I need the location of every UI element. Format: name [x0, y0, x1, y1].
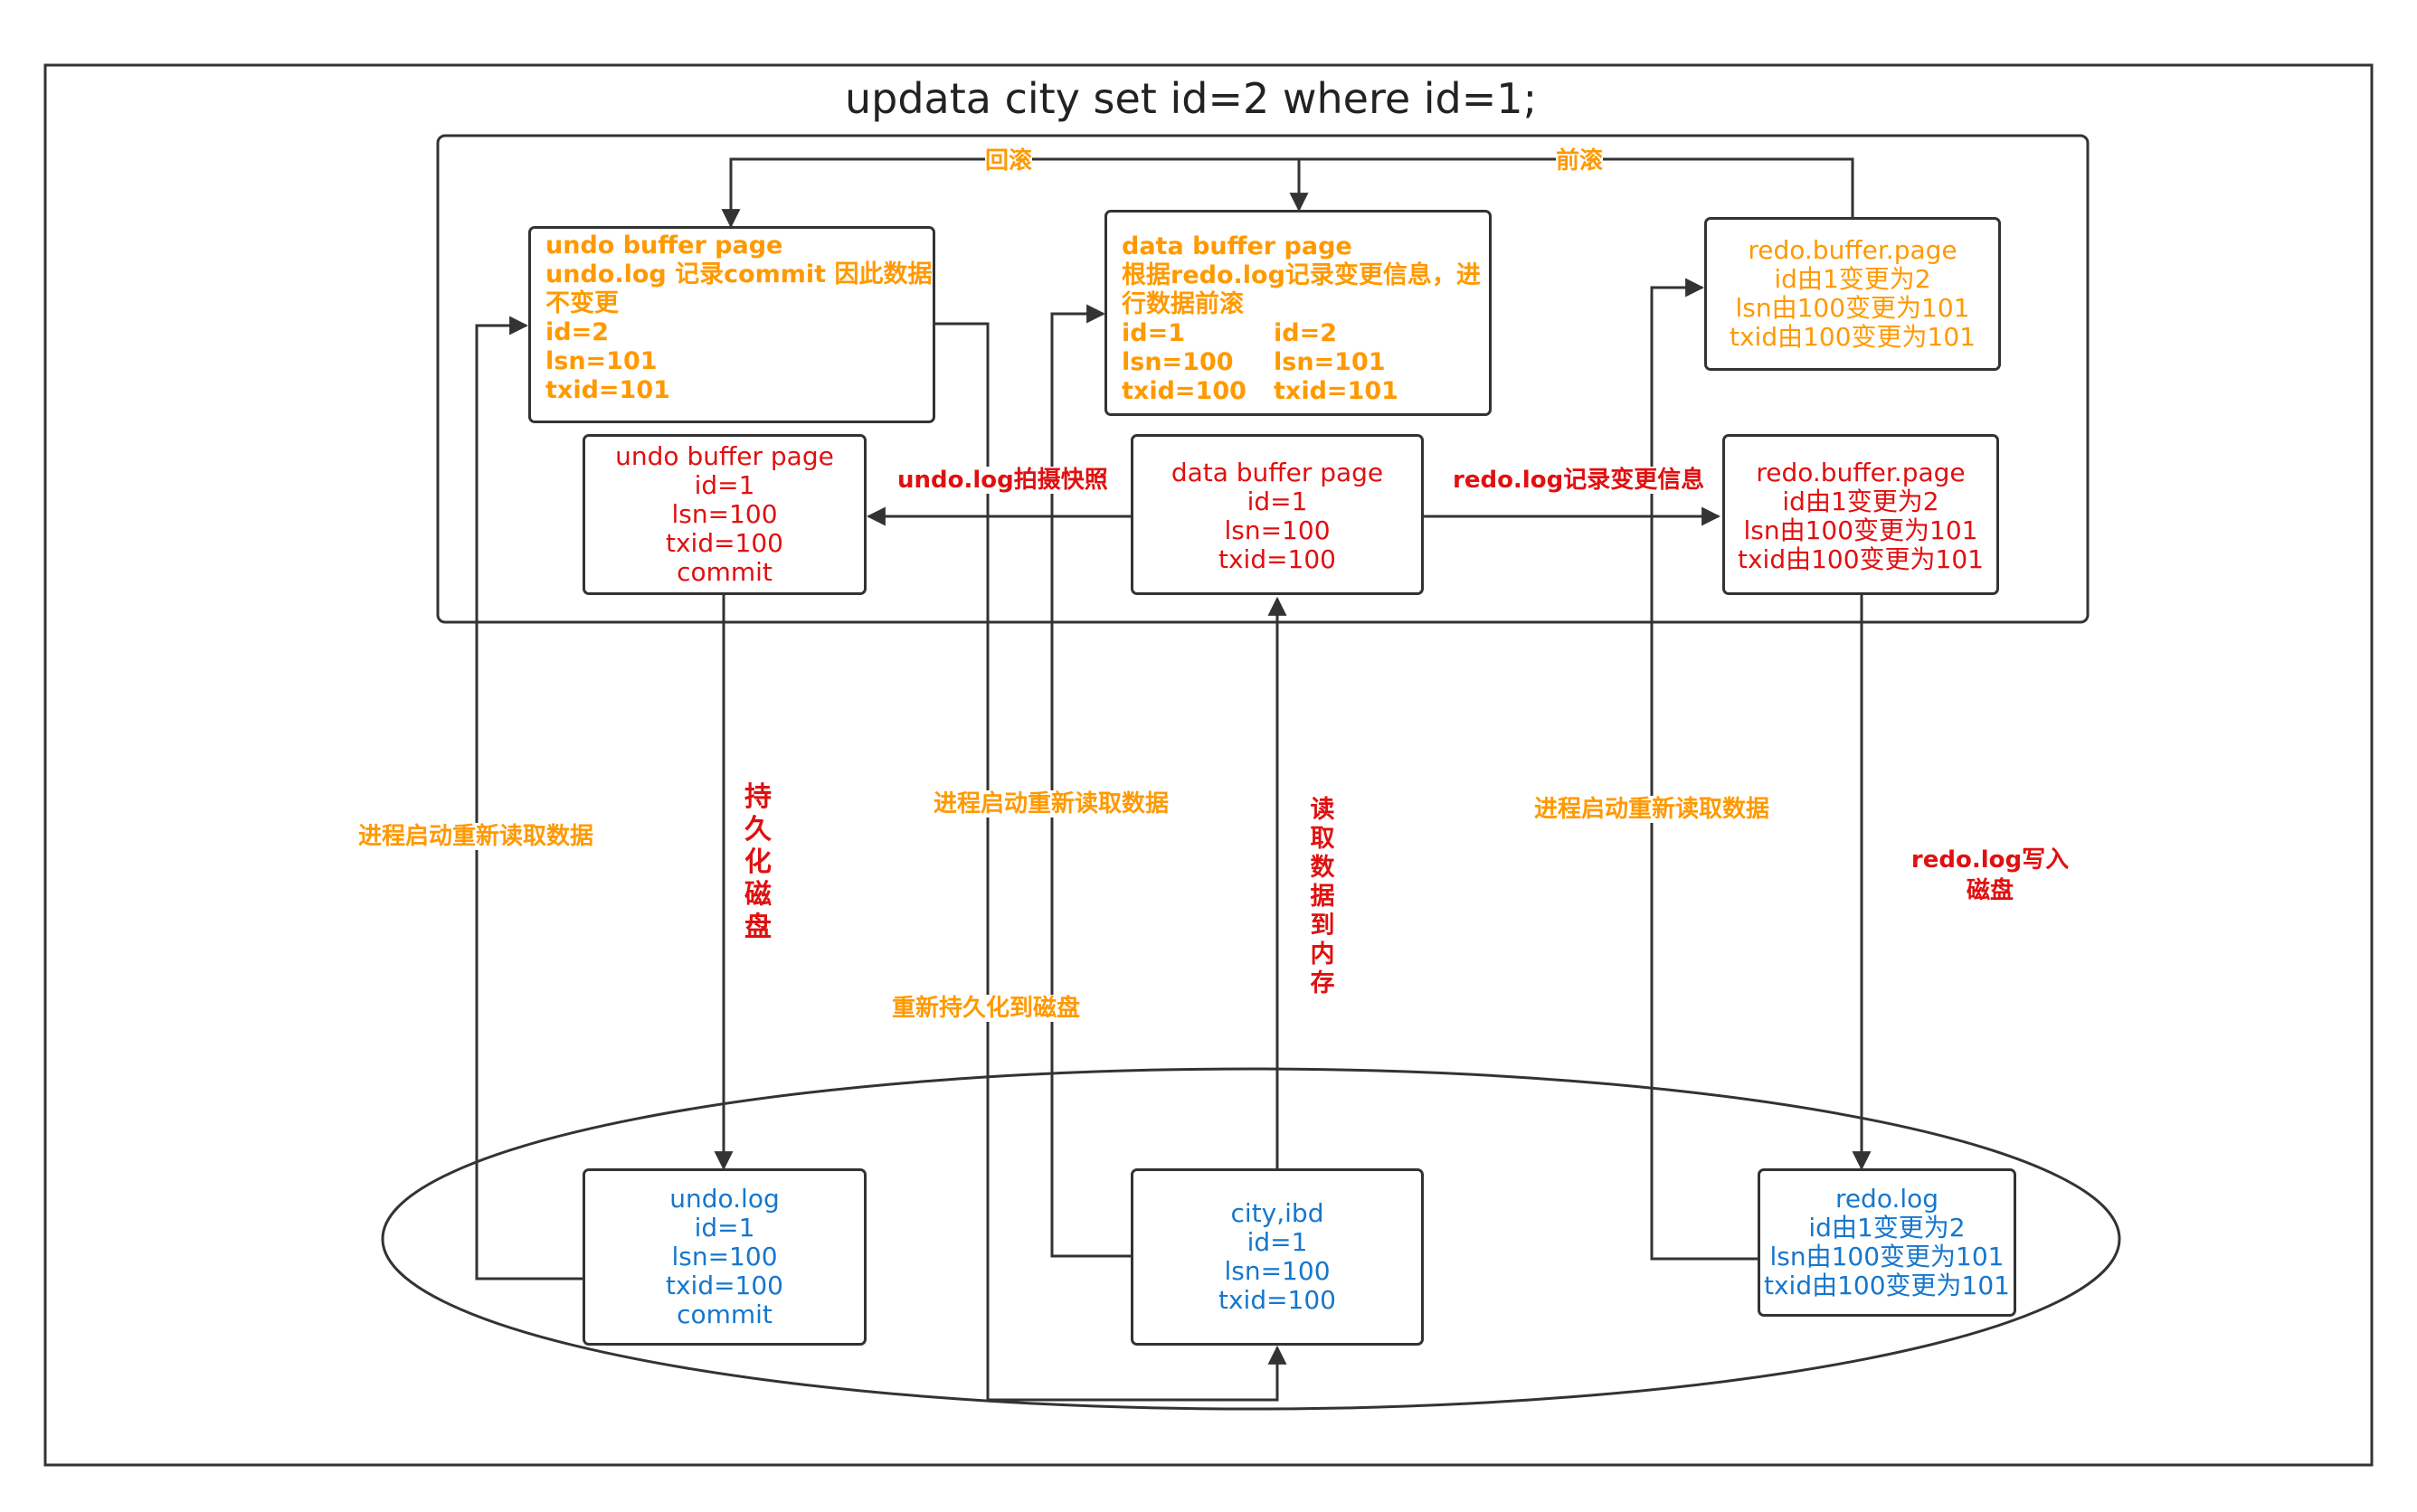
box-line: lsn由100变更为101 — [1769, 1242, 2005, 1271]
data-buffer-page: data buffer page id=1 lsn=100 txid=100 — [1131, 434, 1424, 595]
rollback-line — [721, 157, 1854, 229]
restart-read-left-label: 进程启动重新读取数据 — [358, 823, 594, 850]
redo-record-label: redo.log记录变更信息 — [1453, 467, 1705, 494]
disk-ellipse — [381, 1067, 2121, 1411]
restart-read-data-line — [1050, 304, 1131, 1258]
redo-write-disk-label: redo.log写入磁盘 — [1901, 845, 2079, 906]
redo-buffer-page: redo.buffer.page id由1变更为2 lsn由100变更为101 … — [1722, 434, 1999, 595]
persist-disk-label: 持久化磁盘 — [742, 781, 774, 944]
restart-read-undo-line — [475, 316, 583, 1280]
old-value: txid=100 — [1122, 377, 1246, 405]
box-line: txid由100变更为101 — [1730, 322, 1976, 352]
box-line: txid由100变更为101 — [1764, 1271, 2010, 1300]
box-line: undo.log — [669, 1184, 780, 1214]
box-line: commit — [677, 557, 772, 587]
rollback-label: 回滚 — [985, 147, 1033, 175]
rollforward-label: 前滚 — [1556, 147, 1604, 175]
box-line: id=1 — [1246, 1227, 1308, 1257]
old-value: lsn=100 — [1122, 348, 1234, 376]
box-line: city,ibd — [1230, 1198, 1324, 1228]
box-line: txid=100 — [1218, 544, 1336, 574]
city-ibd-file: city,ibd id=1 lsn=100 txid=100 — [1131, 1168, 1424, 1346]
box-line: id=1 — [694, 470, 755, 500]
box-line: data buffer page — [1122, 232, 1352, 260]
redo-write-disk-text: redo.log写入磁盘 — [1910, 846, 2070, 904]
read-to-memory-label: 读取数据到内存 — [1306, 796, 1339, 998]
box-line: txid=100 — [1218, 1285, 1336, 1315]
box-line: txid=100 — [665, 528, 783, 558]
box-line: id=1 — [1246, 487, 1308, 516]
new-values: id=2 lsn=101 txid=101 — [1266, 319, 1398, 406]
box-line: lsn由100变更为101 — [1735, 293, 1970, 323]
redo-buffer-page-after: redo.buffer.page id由1变更为2 lsn由100变更为101 … — [1704, 217, 2001, 371]
old-values: id=1 lsn=100 txid=100 — [1122, 319, 1266, 406]
box-line: lsn=100 — [671, 1242, 778, 1271]
undo-buffer-page-after: undo buffer page undo.log 记录commit 因此数据 … — [528, 226, 935, 423]
box-line: lsn=100 — [1224, 515, 1331, 545]
box-line: lsn=100 — [671, 499, 778, 529]
box-line: redo.buffer.page — [1748, 235, 1957, 265]
repersist-line — [935, 322, 1287, 1402]
box-line: lsn=101 — [545, 347, 658, 375]
box-line: lsn=100 — [1224, 1256, 1331, 1286]
value-columns: id=1 lsn=100 txid=100 id=2 lsn=101 txid=… — [1122, 319, 1474, 406]
box-line: undo buffer page — [545, 232, 783, 260]
memory-region — [436, 134, 2090, 624]
box-line: txid=101 — [545, 376, 670, 404]
box-line: 行数据前滚 — [1122, 290, 1244, 318]
new-value: txid=101 — [1274, 377, 1398, 405]
restart-read-redo-line — [1650, 278, 1758, 1261]
box-line: redo.log — [1834, 1184, 1939, 1214]
box-line: txid由100变更为101 — [1738, 544, 1984, 574]
box-line: 不变更 — [545, 289, 619, 317]
box-line: id=2 — [545, 318, 609, 346]
box-line: lsn由100变更为101 — [1743, 515, 1978, 545]
restart-read-right-label: 进程启动重新读取数据 — [1534, 796, 1770, 823]
sql-statement-title: updata city set id=2 where id=1; — [845, 74, 1538, 123]
new-value: lsn=101 — [1274, 348, 1386, 376]
undo-buffer-page: undo buffer page id=1 lsn=100 txid=100 c… — [583, 434, 867, 595]
box-line: id=1 — [694, 1213, 755, 1243]
undo-snapshot-label: undo.log拍摄快照 — [897, 467, 1108, 494]
box-line: redo.buffer.page — [1756, 458, 1966, 487]
box-line: txid=100 — [665, 1271, 783, 1300]
old-value: id=1 — [1122, 319, 1185, 347]
outer-frame — [43, 63, 2374, 1467]
repersist-label: 重新持久化到磁盘 — [892, 995, 1081, 1022]
data-buffer-page-after: data buffer page 根据redo.log记录变更信息，进 行数据前… — [1104, 210, 1492, 416]
box-line: undo buffer page — [615, 441, 834, 471]
box-line: id由1变更为2 — [1782, 487, 1939, 516]
redo-log-file: redo.log id由1变更为2 lsn由100变更为101 txid由100… — [1758, 1168, 2016, 1317]
box-line: id由1变更为2 — [1808, 1213, 1966, 1243]
restart-read-mid-label: 进程启动重新读取数据 — [934, 790, 1170, 817]
box-line: data buffer page — [1171, 458, 1384, 487]
box-line: commit — [677, 1299, 772, 1329]
box-line: 根据redo.log记录变更信息，进 — [1122, 261, 1481, 289]
undo-log-file: undo.log id=1 lsn=100 txid=100 commit — [583, 1168, 867, 1346]
box-line: id由1变更为2 — [1774, 264, 1931, 294]
new-value: id=2 — [1274, 319, 1337, 347]
box-line: undo.log 记录commit 因此数据 — [545, 260, 933, 288]
